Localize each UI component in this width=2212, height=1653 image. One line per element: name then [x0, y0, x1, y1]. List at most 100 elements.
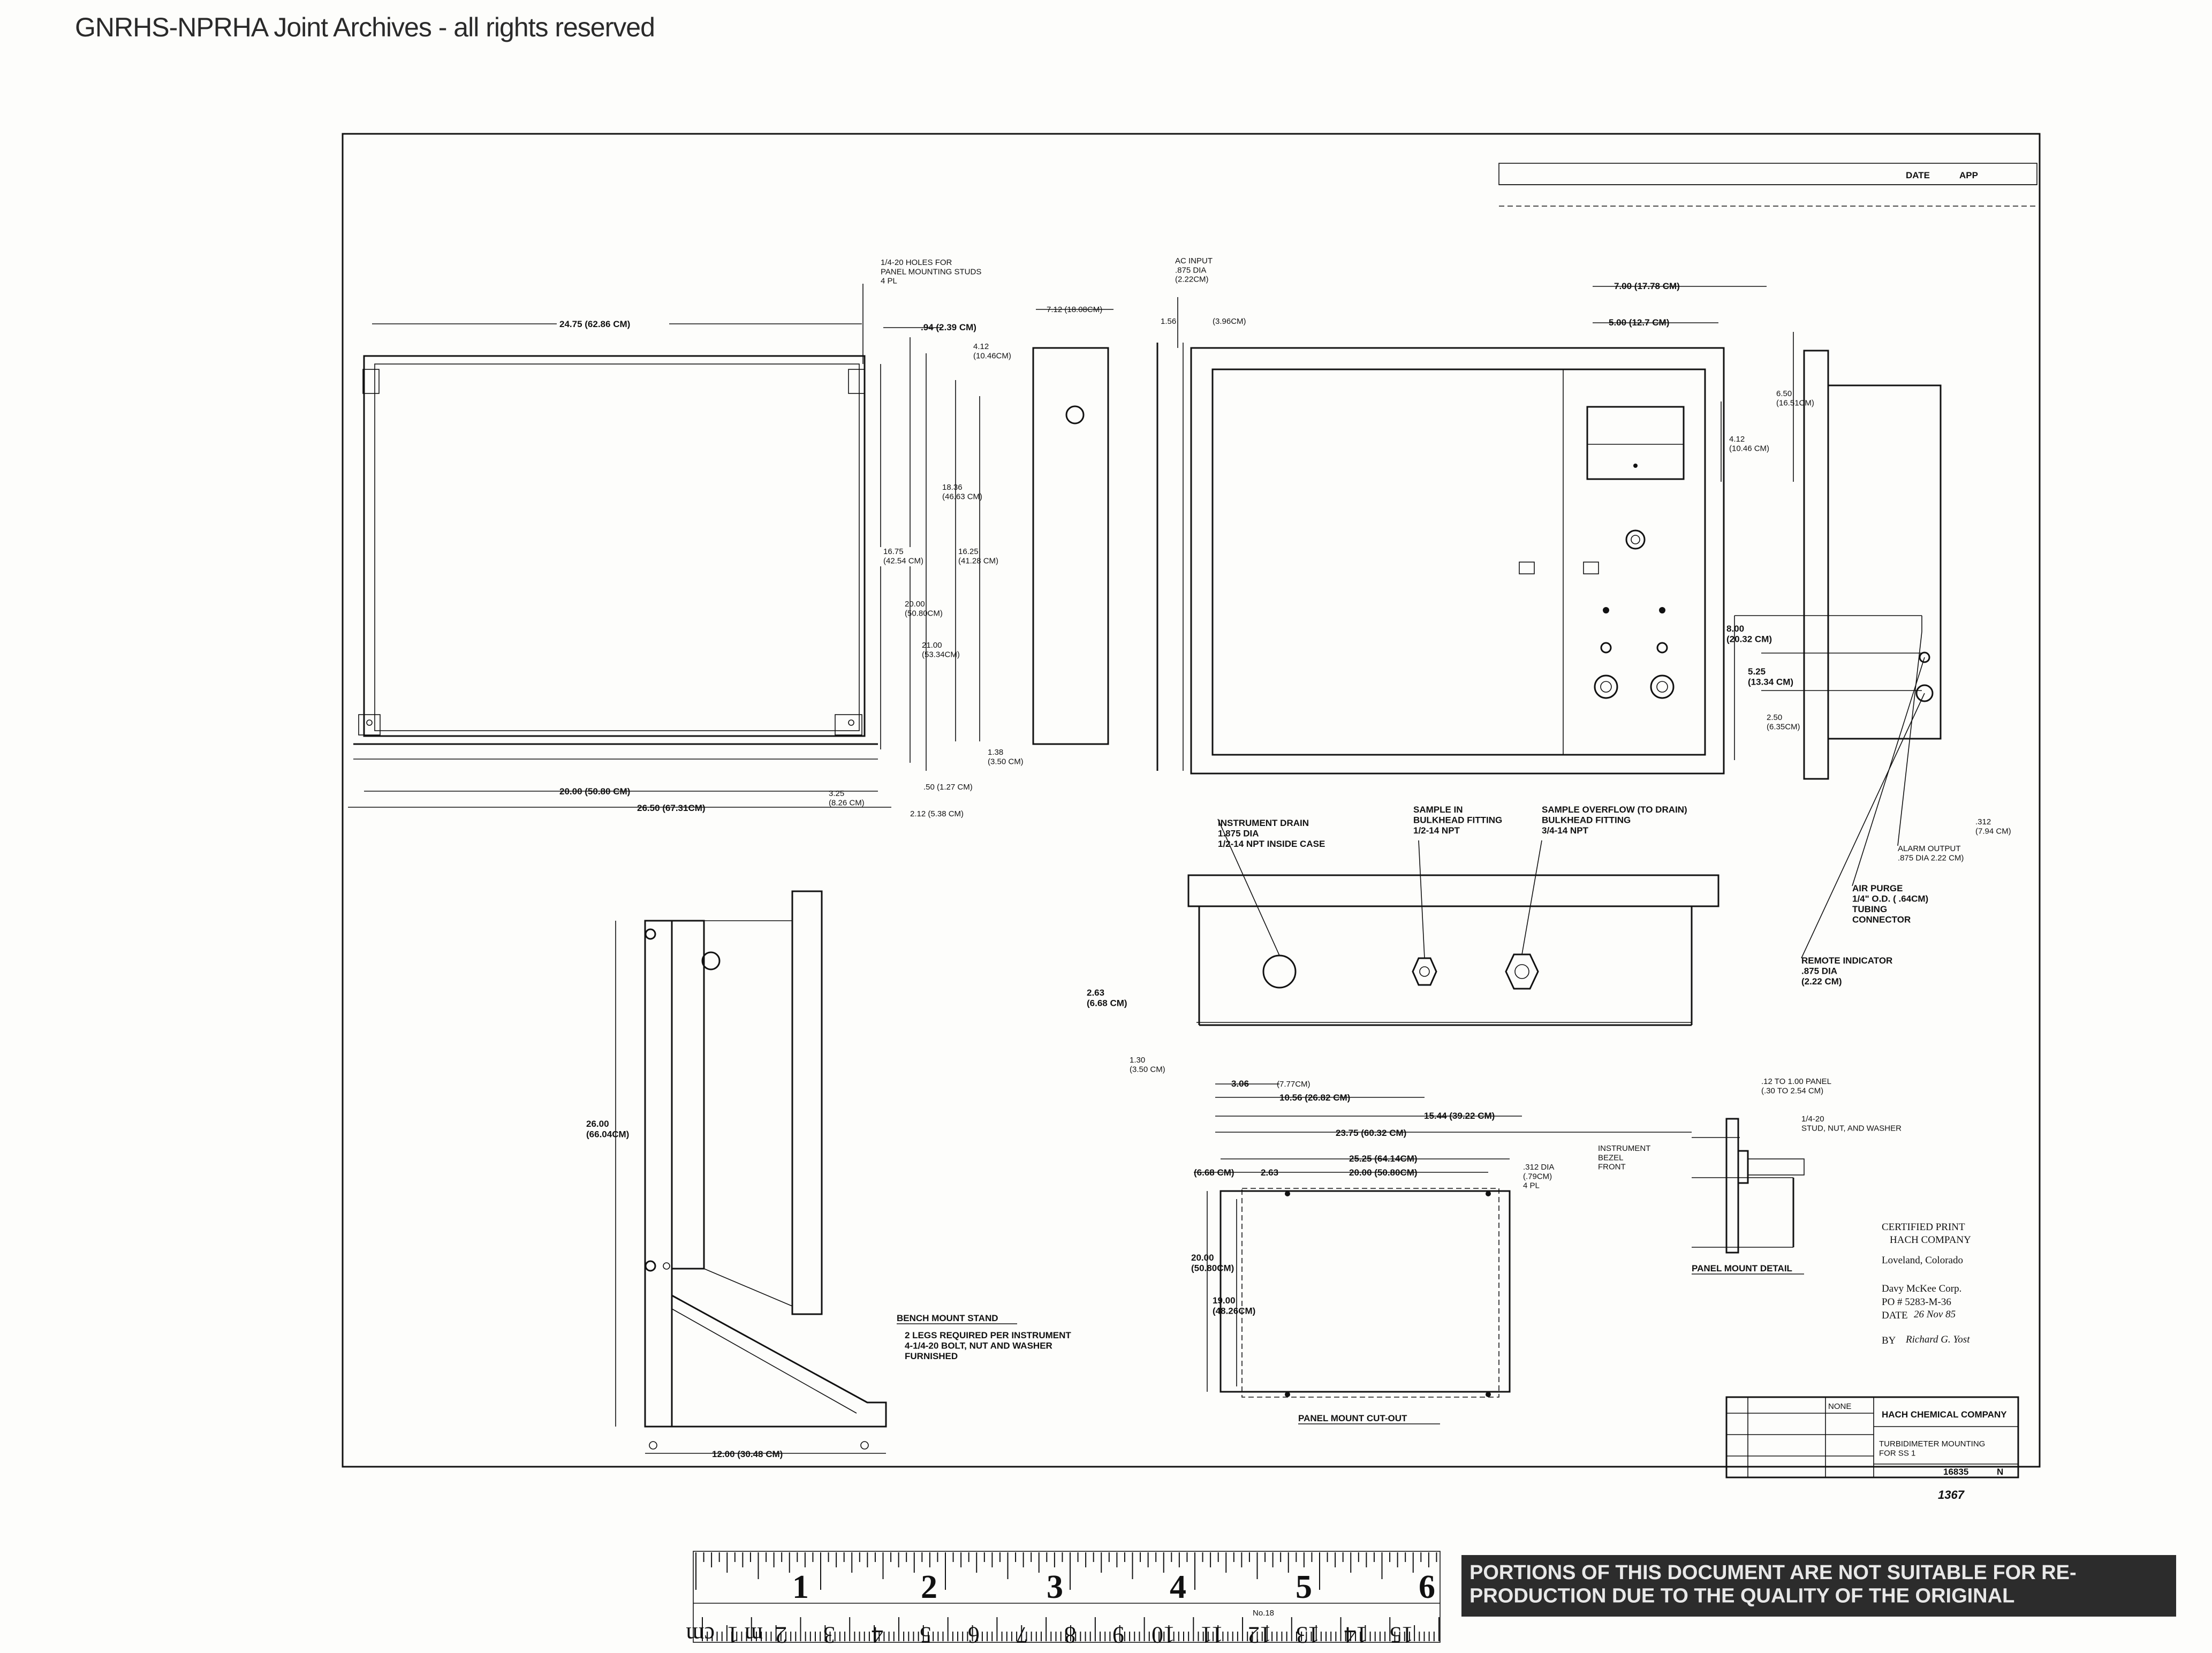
revision-block: DATE APP — [1498, 163, 2037, 207]
drawing-border — [342, 133, 2041, 1468]
cert-date-value: 26 Nov 85 — [1914, 1309, 1956, 1320]
alarm-output-note: ALARM OUTPUT.875 DIA 2.22 CM) — [1898, 844, 1964, 862]
ruler-bottom-15: 15 — [1390, 1622, 1413, 1648]
cert-line4: Davy McKee Corp. — [1882, 1283, 1961, 1294]
remote-indicator-note: REMOTE INDICATOR.875 DIA(2.22 CM) — [1801, 956, 1892, 987]
dim-3-06: 3.06 — [1231, 1079, 1249, 1089]
dim-5-00: 5.00 (12.7 CM) — [1609, 317, 1669, 328]
dim-4-12: 4.12(10.46CM) — [973, 342, 1011, 360]
panel-mount-detail: .12 TO 1.00 PANEL(.30 TO 2.54 CM) 1/4-20… — [1598, 1077, 1902, 1275]
dim-1-56: 1.56 — [1161, 317, 1176, 326]
ruler-top-2: 2 — [921, 1569, 937, 1605]
tb-number: 16835 — [1943, 1467, 1968, 1477]
dim-2-63: 2.63(6.68 CM) — [1087, 988, 1127, 1009]
dim-0-50: .50 (1.27 CM) — [923, 783, 973, 792]
rev-date-label: DATE — [1906, 170, 1930, 180]
dim-12-00: 12.00 (30.48 CM) — [712, 1449, 783, 1459]
ruler-top-5: 5 — [1296, 1569, 1312, 1605]
ruler-bottom-9: 9 — [1112, 1622, 1124, 1648]
cert-line5: PO # 5283-M-36 — [1882, 1296, 1951, 1308]
panel-thickness-note: .12 TO 1.00 PANEL(.30 TO 2.54 CM) — [1761, 1077, 1831, 1095]
sheet-number: 1367 — [1938, 1488, 1965, 1502]
dim-2-12: 2.12 (5.38 CM) — [910, 809, 964, 818]
dim-20-00-vert: 20.00(50.80CM) — [1191, 1253, 1234, 1273]
ruler-top-3: 3 — [1047, 1569, 1063, 1605]
notice-line1: PORTIONS OF THIS DOCUMENT ARE NOT SUITAB… — [1469, 1561, 2077, 1607]
cert-line1: CERTIFIED PRINT — [1882, 1222, 1965, 1233]
ruler-unit-cm: cm — [686, 1622, 715, 1648]
rev-app-label: APP — [1959, 170, 1978, 180]
ruler-bottom-4: 4 — [872, 1622, 883, 1648]
dim-0-312: .312(7.94 CM) — [1975, 817, 2011, 836]
ruler-bottom-8: 8 — [1064, 1622, 1076, 1648]
ac-input-note: AC INPUT.875 DIA(2.22CM) — [1175, 256, 1213, 284]
ruler-ticks — [695, 1552, 1440, 1641]
cert-signature: Richard G. Yost — [1905, 1334, 1970, 1345]
dim-20-00-bottom: 20.00 (50.80 CM) — [559, 786, 630, 797]
bench-mount-stand: 26.00(66.04CM) 12.00 (30.48 CM) BENCH MO… — [586, 890, 1071, 1459]
dim-1-38: 1.38(3.50 CM) — [988, 748, 1024, 766]
dim-19-00: 19.00(48.26CM) — [1213, 1295, 1255, 1316]
sample-overflow-note: SAMPLE OVERFLOW (TO DRAIN)BULKHEAD FITTI… — [1542, 805, 1687, 836]
cert-date-label: DATE — [1882, 1310, 1908, 1321]
dim-8-00: 8.00(20.32 CM) — [1726, 624, 1772, 644]
dim-5-25: 5.25(13.34 CM) — [1748, 666, 1793, 687]
legibility-notice: PORTIONS OF THIS DOCUMENT ARE NOT SUITAB… — [1461, 1555, 2176, 1617]
cert-by-label: BY — [1882, 1335, 1896, 1346]
cert-line2: HACH COMPANY — [1890, 1234, 1971, 1246]
tb-rev: N — [1997, 1467, 2003, 1477]
dim-16-25: 16.25(41.28 CM) — [958, 547, 998, 565]
dim-20-00-cutout: 20.00 (50.80CM) — [1349, 1167, 1418, 1178]
ruler-bottom-3: 3 — [823, 1622, 835, 1648]
side-view: 7.12 (18.08CM) 1.56 (3.96CM) AC INPUT.87… — [1032, 256, 1246, 771]
dim-16-75: 16.75(42.54 CM) — [883, 547, 923, 565]
dim-18-36: 18.36(46.63 CM) — [942, 483, 982, 501]
certified-stamp: CERTIFIED PRINT HACH COMPANY Loveland, C… — [1882, 1222, 1971, 1346]
dim-7-77: (7.77CM) — [1277, 1080, 1310, 1089]
dim-3-25: 3.25(8.26 CM) — [829, 789, 865, 807]
front-view: 7.00 (17.78 CM) 5.00 (12.7 CM) 6.50(16.5… — [1190, 281, 2011, 987]
archive-watermark: GNRHS-NPRHA Joint Archives - all rights … — [75, 12, 655, 42]
hole-dia-note: .312 DIA(.79CM)4 PL — [1523, 1163, 1554, 1191]
dim-6-50: 6.50(16.51CM) — [1776, 389, 1814, 407]
dim-15-44: 15.44 (39.22 CM) — [1424, 1111, 1495, 1121]
dim-4-12-front: 4.12(10.46 CM) — [1729, 435, 1769, 453]
ruler-top-1: 1 — [792, 1569, 809, 1605]
dim-2-50: 2.50(6.35CM) — [1767, 713, 1800, 731]
dim-6-68: (6.68 CM) — [1194, 1167, 1234, 1178]
dim-7-12: 7.12 (18.08CM) — [1047, 305, 1102, 314]
scale-ruler: 1 2 3 4 5 6 No.18 15 14 13 12 11 10 9 8 … — [686, 1551, 1441, 1648]
dim-7-00: 7.00 (17.78 CM) — [1614, 281, 1680, 291]
cutout-title: PANEL MOUNT CUT-OUT — [1298, 1413, 1407, 1423]
ruler-bottom-11: 11 — [1201, 1622, 1223, 1648]
ruler-top-6: 6 — [1419, 1569, 1435, 1605]
dim-3-98: (3.96CM) — [1213, 317, 1246, 326]
dim-0-94: .94 (2.39 CM) — [921, 322, 976, 332]
dim-2-63-cutout: 2.63 — [1261, 1167, 1278, 1178]
dim-23-75: 23.75 (60.32 CM) — [1336, 1128, 1406, 1138]
panel-mount-cutout: 25.25 (64.14CM) (6.68 CM) 2.63 20.00 (50… — [1191, 1154, 1554, 1424]
ruler-unit-m: m — [745, 1622, 763, 1648]
ruler-bottom-13: 13 — [1296, 1622, 1320, 1648]
dim-24-75: 24.75 (62.86 CM) — [559, 319, 630, 329]
ruler-bottom-10: 10 — [1152, 1622, 1175, 1648]
dim-25-25: 25.25 (64.14CM) — [1349, 1154, 1418, 1164]
bench-title: BENCH MOUNT STAND — [897, 1313, 998, 1323]
ruler-label: No.18 — [1253, 1609, 1274, 1618]
ruler-bottom-14: 14 — [1344, 1622, 1368, 1648]
ruler-bottom-6: 6 — [968, 1622, 980, 1648]
ruler-bottom-1: 1 — [727, 1622, 739, 1648]
tb-company: HACH CHEMICAL COMPANY — [1882, 1409, 2007, 1420]
top-view: 24.75 (62.86 CM) .94 (2.39 CM) 16.75(42.… — [348, 258, 1024, 818]
dim-26-50: 26.50 (67.31CM) — [637, 803, 706, 813]
ruler-bottom-5: 5 — [920, 1622, 931, 1648]
ruler-bottom-12: 12 — [1248, 1622, 1271, 1648]
